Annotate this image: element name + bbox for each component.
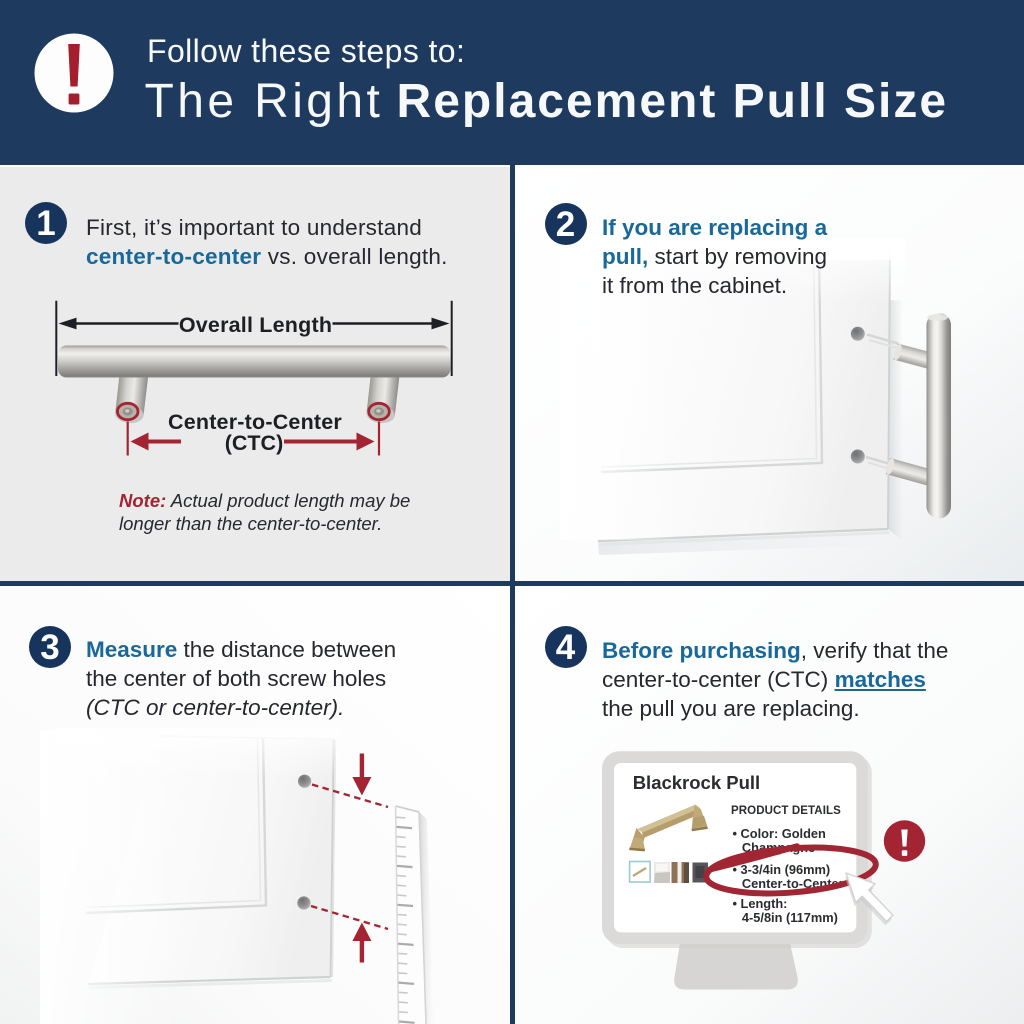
svg-text:Center-to-Center: Center-to-Center xyxy=(168,410,342,434)
svg-text:Overall Length: Overall Length xyxy=(179,313,332,337)
svg-text:(CTC): (CTC) xyxy=(225,431,284,455)
